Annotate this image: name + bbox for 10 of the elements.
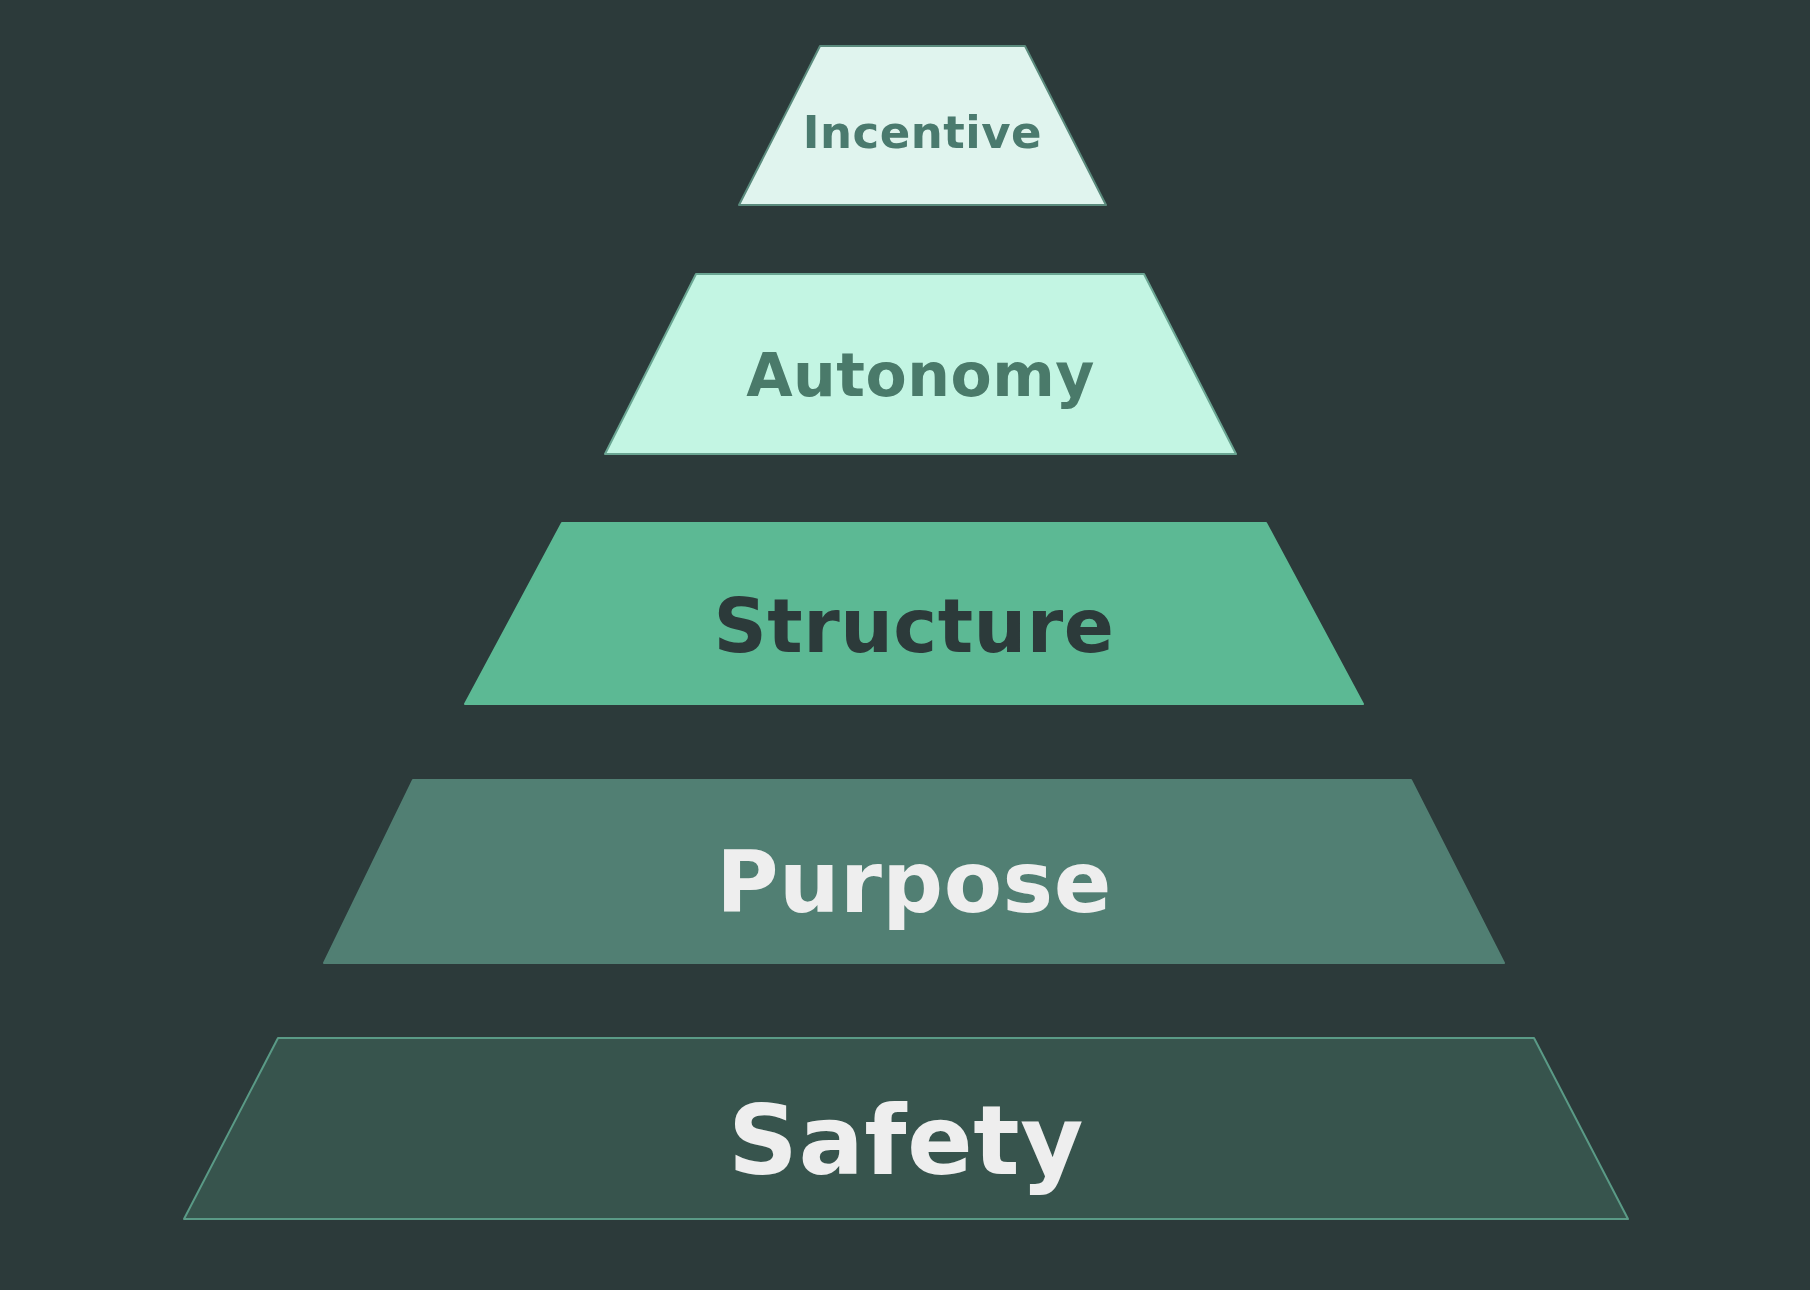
tier-label: Purpose	[716, 833, 1112, 932]
pyramid-tier	[465, 523, 1363, 704]
tier-label: Incentive	[802, 106, 1043, 159]
tier-label: Safety	[728, 1084, 1084, 1197]
pyramid-tier	[605, 274, 1236, 454]
tier-label: Autonomy	[746, 340, 1095, 410]
pyramid-tier	[184, 1038, 1628, 1219]
pyramid-tier	[739, 46, 1106, 205]
pyramid-tier	[324, 780, 1504, 963]
tier-label: Structure	[713, 583, 1115, 670]
